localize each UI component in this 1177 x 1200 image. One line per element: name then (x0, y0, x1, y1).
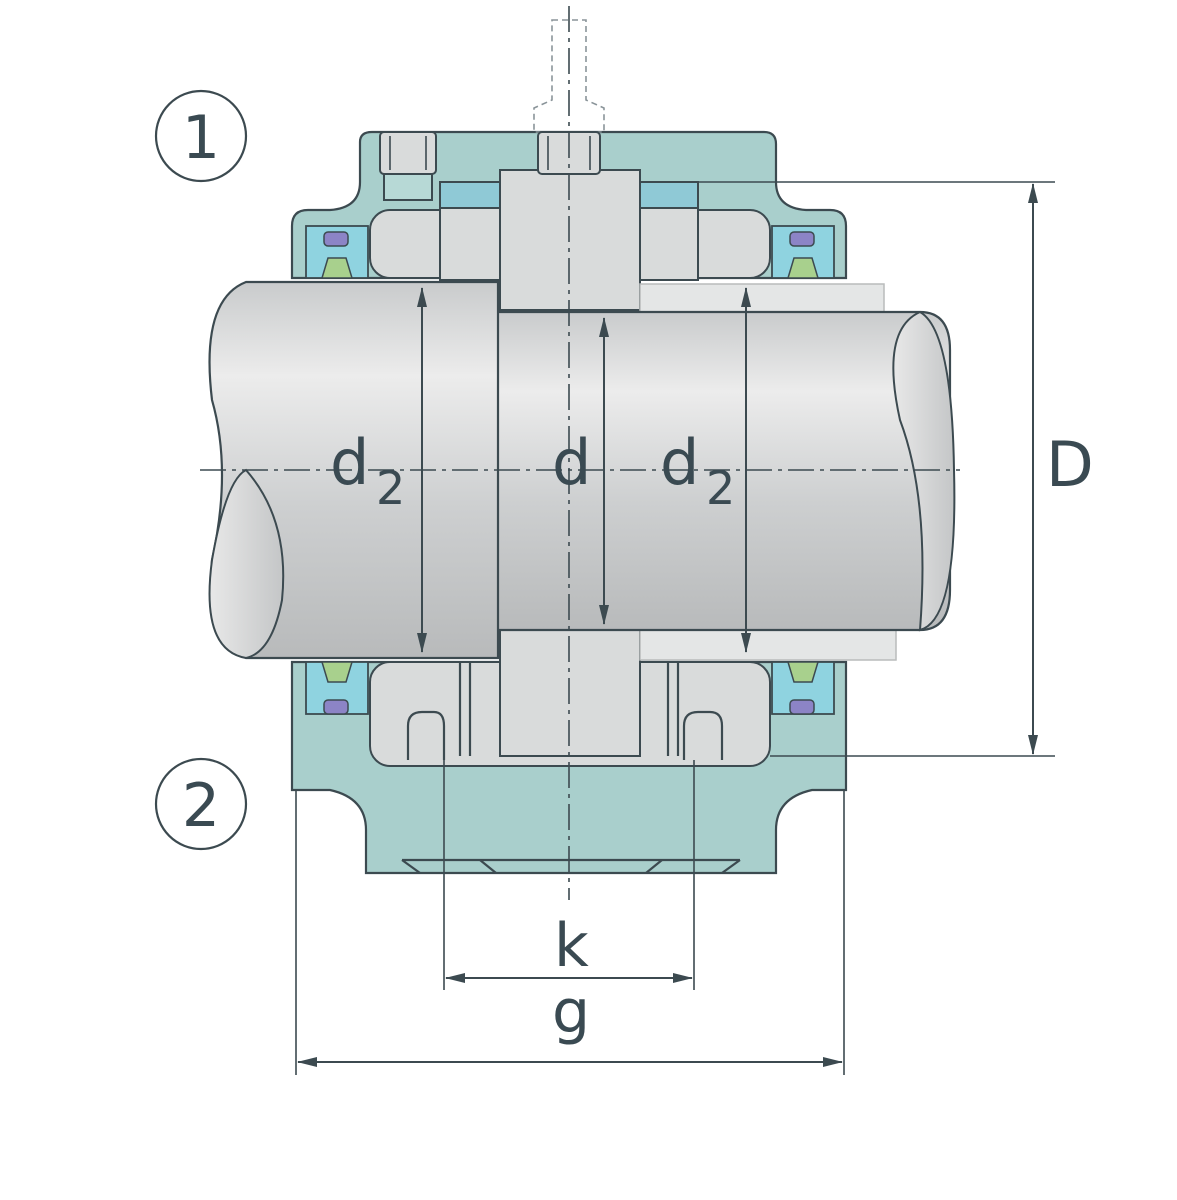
label-D: D (1046, 428, 1094, 501)
shaft-right (494, 310, 956, 632)
marker-2-text: 2 (182, 771, 220, 841)
label-d2-left-sub: 2 (376, 461, 405, 515)
marker-1-text: 1 (182, 103, 220, 173)
seals (305, 225, 835, 715)
labels: 1 2 d 2 d d 2 D k g (154, 89, 1094, 1047)
seal-top-left (305, 225, 369, 279)
grease-fitting (379, 19, 605, 201)
marker-1: 1 (154, 89, 248, 183)
center-lines (200, 6, 960, 900)
marker-2: 2 (154, 757, 248, 851)
dimensions (295, 181, 1055, 1075)
label-g: g (552, 977, 590, 1047)
seal-top-right (771, 225, 835, 279)
label-d: d (552, 426, 591, 499)
bearing-body (369, 169, 897, 767)
seal-bottom-right (771, 661, 835, 715)
label-d2-right: d (660, 426, 699, 499)
label-d2-left: d (330, 426, 369, 499)
label-k: k (554, 911, 589, 981)
label-d2-right-sub: 2 (706, 461, 735, 515)
seal-bottom-left (305, 661, 369, 715)
